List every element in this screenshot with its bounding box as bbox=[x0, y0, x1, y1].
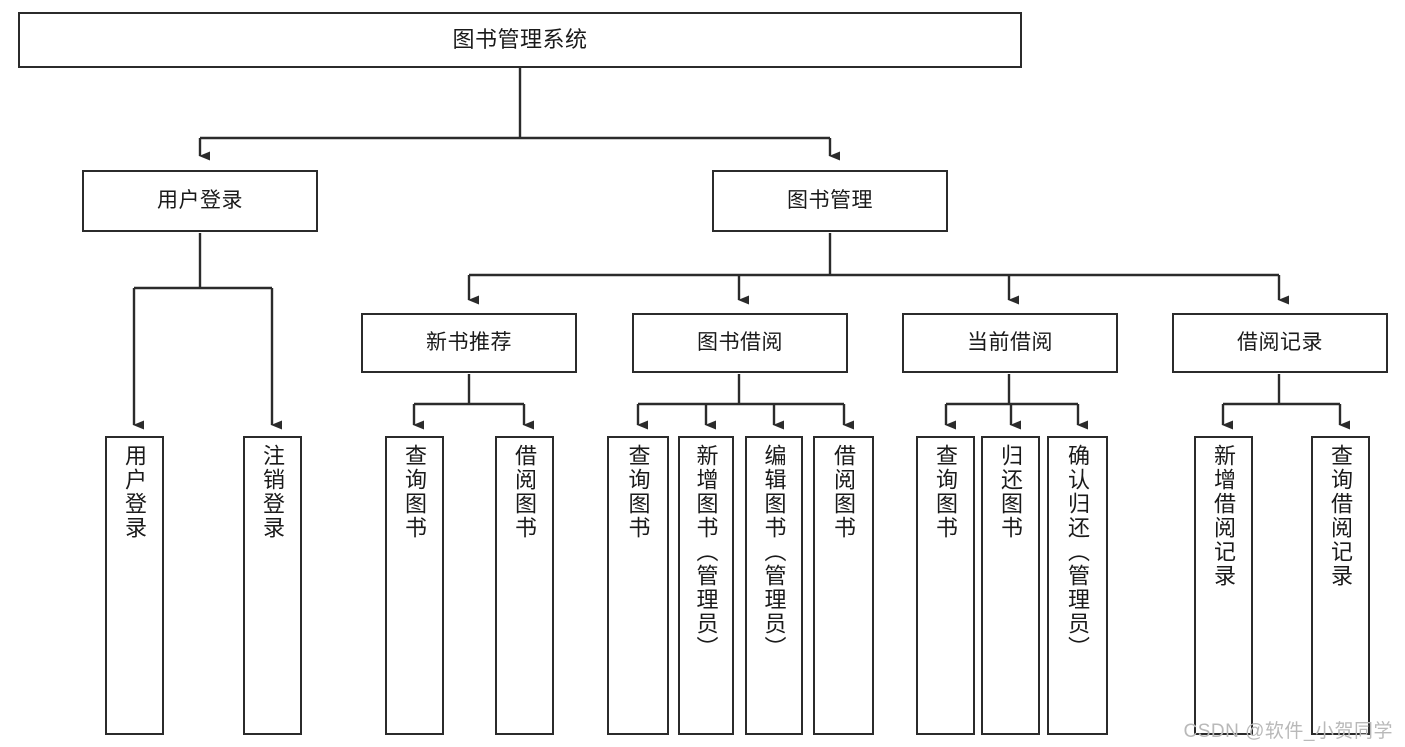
csdn-watermark: CSDN @软件_小贺同学 bbox=[1183, 721, 1393, 742]
node-book-borrow[interactable]: 图书借阅 bbox=[632, 313, 848, 373]
node-label: 图书管理系统 bbox=[452, 27, 588, 53]
node-label: 新增图书（管理员） bbox=[693, 444, 719, 660]
node-label: 图书借阅 bbox=[697, 330, 783, 354]
node-label: 新书推荐 bbox=[426, 330, 512, 354]
node-label: 图书管理 bbox=[787, 188, 873, 212]
leaf-new-book-borrow[interactable]: 借阅图书 bbox=[495, 436, 554, 735]
node-label: 归还图书 bbox=[998, 444, 1024, 540]
node-current-borrow[interactable]: 当前借阅 bbox=[902, 313, 1118, 373]
node-label: 借阅图书 bbox=[512, 444, 538, 540]
node-label: 确认归还（管理员） bbox=[1065, 444, 1091, 660]
node-label: 借阅图书 bbox=[831, 444, 857, 540]
leaf-book-borrow-add[interactable]: 新增图书（管理员） bbox=[678, 436, 734, 735]
node-label: 当前借阅 bbox=[967, 330, 1053, 354]
leaf-book-borrow-query[interactable]: 查询图书 bbox=[607, 436, 669, 735]
leaf-book-borrow-edit[interactable]: 编辑图书（管理员） bbox=[745, 436, 803, 735]
leaf-user-login-login[interactable]: 用户登录 bbox=[105, 436, 164, 735]
node-label: 借阅记录 bbox=[1237, 330, 1323, 354]
leaf-current-borrow-return[interactable]: 归还图书 bbox=[981, 436, 1040, 735]
leaf-current-borrow-query[interactable]: 查询图书 bbox=[916, 436, 975, 735]
node-label: 编辑图书（管理员） bbox=[761, 444, 787, 660]
node-book-management[interactable]: 图书管理 bbox=[712, 170, 948, 232]
node-label: 查询图书 bbox=[402, 444, 428, 540]
leaf-current-borrow-confirm[interactable]: 确认归还（管理员） bbox=[1047, 436, 1108, 735]
leaf-borrow-record-query[interactable]: 查询借阅记录 bbox=[1311, 436, 1370, 735]
node-user-login[interactable]: 用户登录 bbox=[82, 170, 318, 232]
leaf-new-book-query[interactable]: 查询图书 bbox=[385, 436, 444, 735]
leaf-borrow-record-add[interactable]: 新增借阅记录 bbox=[1194, 436, 1253, 735]
node-borrow-record[interactable]: 借阅记录 bbox=[1172, 313, 1388, 373]
leaf-user-login-logout[interactable]: 注销登录 bbox=[243, 436, 302, 735]
node-label: 查询图书 bbox=[625, 444, 651, 540]
node-new-book-recommend[interactable]: 新书推荐 bbox=[361, 313, 577, 373]
node-root-system[interactable]: 图书管理系统 bbox=[18, 12, 1022, 68]
node-label: 用户登录 bbox=[157, 188, 243, 212]
node-label: 查询图书 bbox=[933, 444, 959, 540]
node-label: 注销登录 bbox=[260, 444, 286, 540]
node-label: 查询借阅记录 bbox=[1328, 444, 1354, 588]
node-label: 新增借阅记录 bbox=[1211, 444, 1237, 588]
leaf-book-borrow-borrow[interactable]: 借阅图书 bbox=[813, 436, 874, 735]
node-label: 用户登录 bbox=[122, 444, 148, 540]
